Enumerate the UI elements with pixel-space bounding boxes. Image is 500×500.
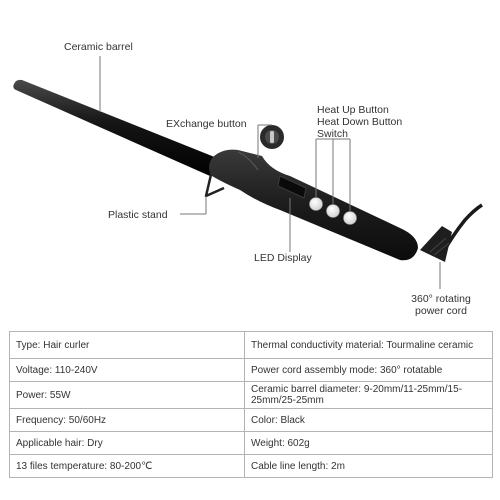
spec-cell-right: Color: Black xyxy=(244,408,493,432)
spec-row: 13 files temperature: 80-200℃ Cable line… xyxy=(9,454,493,478)
spec-cell-left: Type: Hair curler xyxy=(9,331,245,359)
callout-heat-down: Heat Down Button xyxy=(317,116,403,128)
heat-up-button-icon[interactable] xyxy=(309,197,323,211)
callout-exchange-button: EXchange button xyxy=(166,118,247,130)
cord-strain-relief xyxy=(420,226,452,262)
led-display-screen xyxy=(277,175,307,199)
callout-ceramic-barrel: Ceramic barrel xyxy=(64,41,133,53)
spec-row: Applicable hair: Dry Weight: 602g xyxy=(9,431,493,455)
callout-heat-up: Heat Up Button xyxy=(317,104,389,116)
product-diagram: Ceramic barrel EXchange button Heat Up B… xyxy=(13,41,486,317)
spec-cell-left: Voltage: 110-240V xyxy=(9,358,245,382)
spec-cell-left: 13 files temperature: 80-200℃ xyxy=(9,454,245,478)
spec-cell-right: Ceramic barrel diameter: 9-20mm/11-25mm/… xyxy=(244,381,493,409)
spec-row: Voltage: 110-240V Power cord assembly mo… xyxy=(9,358,493,382)
spec-cell-right: Power cord assembly mode: 360° rotatable xyxy=(244,358,493,382)
exchange-button-icon[interactable] xyxy=(260,125,284,149)
callout-switch: Switch xyxy=(317,128,348,140)
spec-cell-left: Power: 55W xyxy=(9,381,245,409)
callout-plastic-stand: Plastic stand xyxy=(108,209,168,221)
switch-button-icon[interactable] xyxy=(343,211,357,225)
spec-row: Power: 55W Ceramic barrel diameter: 9-20… xyxy=(9,381,493,409)
curling-iron-illustration xyxy=(13,56,483,289)
spec-cell-right: Weight: 602g xyxy=(244,431,493,455)
callout-rotating-cord-line1: 360° rotating xyxy=(411,293,471,305)
spec-cell-left: Frequency: 50/60Hz xyxy=(9,408,245,432)
spec-cell-left: Applicable hair: Dry xyxy=(9,431,245,455)
callout-rotating-cord: 360° rotating power cord xyxy=(396,293,486,317)
ceramic-barrel xyxy=(13,79,223,176)
spec-table: Type: Hair curler Thermal conductivity m… xyxy=(9,331,493,478)
callout-rotating-cord-line2: power cord xyxy=(415,305,467,317)
callout-leader-lines xyxy=(99,56,441,289)
heat-down-button-icon[interactable] xyxy=(326,204,340,218)
spec-row: Frequency: 50/60Hz Color: Black xyxy=(9,408,493,432)
spec-cell-right: Thermal conductivity material: Tourmalin… xyxy=(244,331,493,359)
spec-cell-right: Cable line length: 2m xyxy=(244,454,493,478)
callout-led-display: LED Display xyxy=(254,252,312,264)
spec-row: Type: Hair curler Thermal conductivity m… xyxy=(9,331,493,359)
